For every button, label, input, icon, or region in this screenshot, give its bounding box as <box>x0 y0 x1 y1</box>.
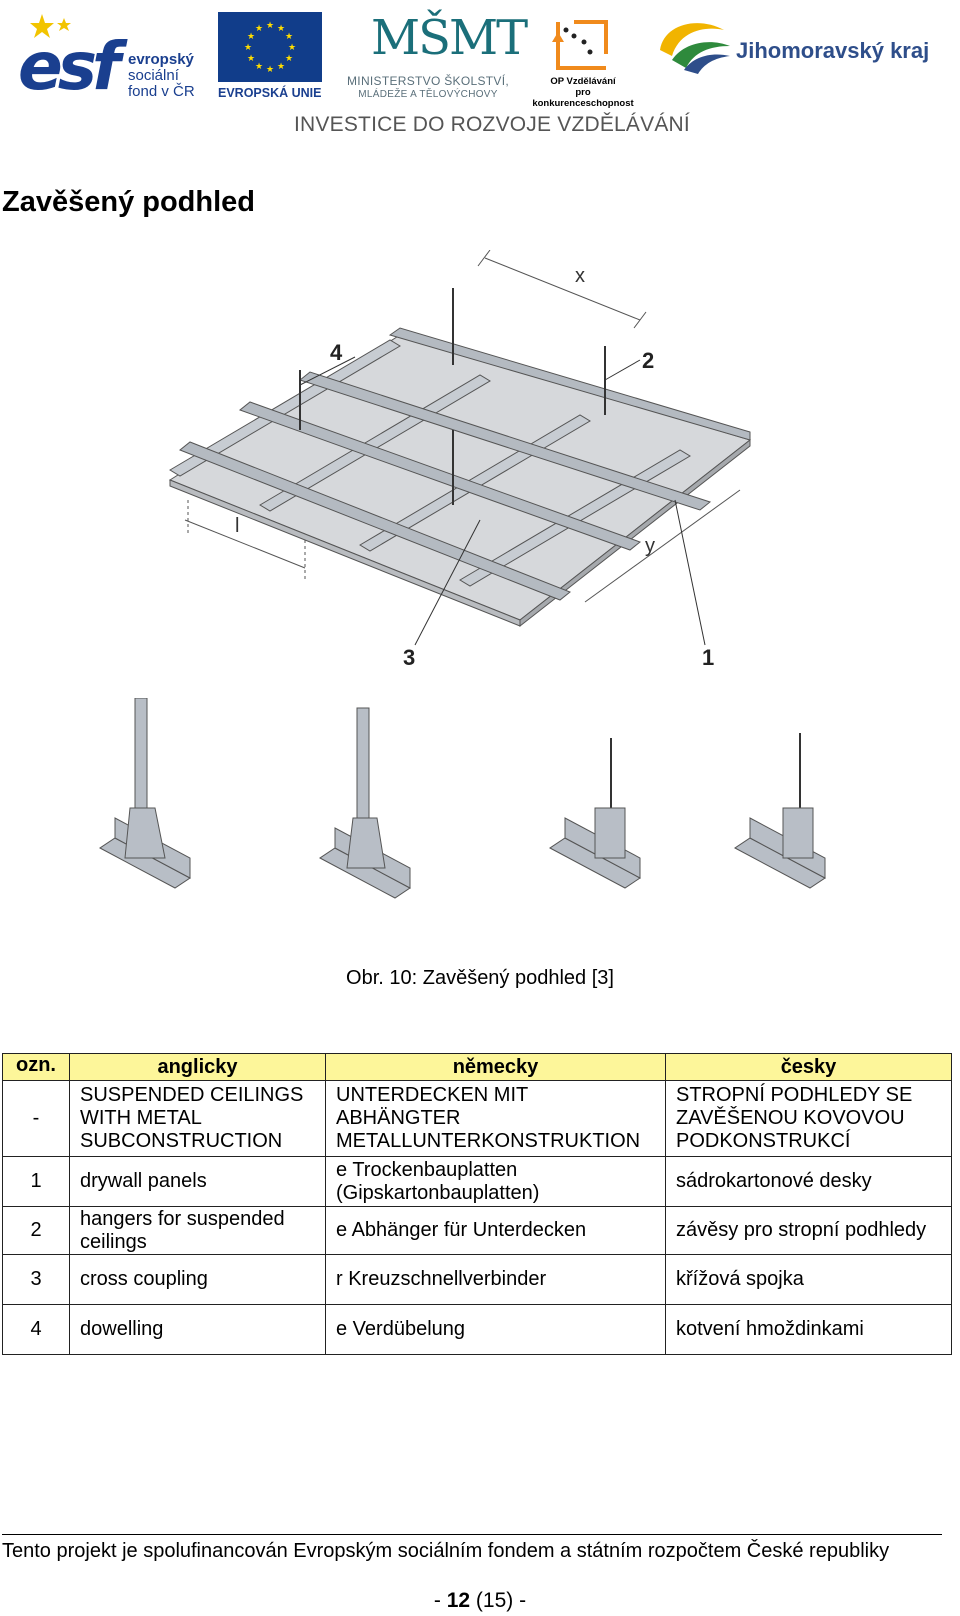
cell-de: e Verdübelung <box>325 1304 666 1355</box>
op-mark-icon <box>552 20 608 70</box>
cell-en: drywall panels <box>69 1156 326 1207</box>
callout-2: 2 <box>642 348 654 373</box>
cell-ozn: 4 <box>2 1304 70 1355</box>
cell-en: hangers for suspended ceilings <box>69 1206 326 1255</box>
terms-table: ozn. anglicky německy česky - SUSPENDED … <box>2 1053 952 1355</box>
msmt-line2: MLÁDEŽE A TĚLOVÝCHOVY <box>358 89 498 100</box>
table-row: 3 cross coupling r Kreuzschnellverbinder… <box>2 1254 952 1305</box>
esf-line3: fond v ČR <box>128 83 195 100</box>
svg-text:★: ★ <box>285 54 293 64</box>
svg-text:★: ★ <box>266 65 274 75</box>
esf-logo: esf evropský sociální fond v ČR <box>18 12 206 104</box>
cell-cz: závěsy pro stropní podhledy <box>665 1206 952 1255</box>
cell-ozn: 3 <box>2 1254 70 1305</box>
table-row: - SUSPENDED CEILINGS WITH METAL SUBCONST… <box>2 1080 952 1157</box>
hanger-rods <box>299 288 606 505</box>
leader-lines <box>299 356 706 646</box>
page-prefix: - <box>433 1589 447 1612</box>
svg-text:★: ★ <box>288 43 296 53</box>
header-de: německy <box>325 1053 666 1081</box>
cell-ozn: - <box>2 1080 70 1157</box>
hanger-details-illustration <box>99 698 826 899</box>
svg-text:★: ★ <box>247 54 255 64</box>
esf-letters: esf <box>18 28 121 105</box>
svg-text:★: ★ <box>247 32 255 42</box>
callout-4: 4 <box>330 340 343 365</box>
svg-text:★: ★ <box>277 62 285 72</box>
eu-flag-icon: ★★★ ★★★ ★★★ ★★★ <box>218 12 322 82</box>
hanger-detail-2 <box>319 707 411 899</box>
cell-ozn: 1 <box>2 1156 70 1207</box>
svg-text:★: ★ <box>266 21 274 31</box>
hanger-detail-3 <box>549 738 641 889</box>
hanger-detail-1 <box>99 698 191 889</box>
cell-en: SUSPENDED CEILINGS WITH METAL SUBCONSTRU… <box>69 1080 326 1157</box>
table-row: 4 dowelling e Verdübelung kotvení hmoždi… <box>2 1304 952 1355</box>
figure-caption: Obr. 10: Zavěšený podhled [3] <box>346 967 614 989</box>
cross-channels <box>179 327 751 601</box>
cell-cz: kotvení hmoždinkami <box>665 1304 952 1355</box>
header-en: anglicky <box>69 1053 326 1081</box>
cell-cz: STROPNÍ PODHLEDY SE ZAVĚŠENOU KOVOVOU PO… <box>665 1080 952 1157</box>
svg-text:★: ★ <box>255 62 263 72</box>
esf-line2: sociální <box>128 67 179 84</box>
page-total: (15) - <box>470 1589 527 1612</box>
callout-3: 3 <box>403 645 415 670</box>
dim-label-x: x <box>575 265 585 287</box>
hanger-detail-4 <box>734 733 826 889</box>
cell-en: dowelling <box>69 1304 326 1355</box>
dim-label-y: y <box>645 535 655 557</box>
jmk-logo: Jihomoravský kraj <box>654 16 954 86</box>
eu-caption: EVROPSKÁ UNIE <box>218 86 322 100</box>
table-row: 1 drywall panels e Trockenbauplatten (Gi… <box>2 1156 952 1207</box>
op-line1: OP Vzdělávání <box>550 76 616 87</box>
svg-text:★: ★ <box>244 43 252 53</box>
page-current: 12 <box>446 1589 471 1612</box>
logo-bar: esf evropský sociální fond v ČR ★★★ ★★★ … <box>0 0 960 150</box>
dimension-lines <box>184 250 741 603</box>
callout-1: 1 <box>702 645 714 670</box>
msmt-mark: MŠMT <box>371 10 528 66</box>
svg-text:★: ★ <box>277 24 285 34</box>
svg-text:★: ★ <box>255 24 263 34</box>
msmt-logo: MŠMT MINISTERSTVO ŠKOLSTVÍ, MLÁDEŽE A TĚ… <box>333 10 528 102</box>
cell-ozn: 2 <box>2 1206 70 1255</box>
page-title: Zavěšený podhled <box>2 186 256 218</box>
msmt-line1: MINISTERSTVO ŠKOLSTVÍ, <box>347 74 509 88</box>
dim-label-l: l <box>235 515 239 537</box>
tagline: INVESTICE DO ROZVOJE VZDĚLÁVÁNÍ <box>294 113 690 136</box>
eu-logo: ★★★ ★★★ ★★★ ★★★ EVROPSKÁ UNIE <box>218 12 322 104</box>
esf-text: evropský sociální fond v ČR <box>128 52 195 100</box>
esf-stars-icon <box>30 14 71 38</box>
suspended-ceiling-illustration: x y l 4 2 3 1 <box>168 250 752 670</box>
header-ozn: ozn. <box>2 1053 70 1081</box>
table-row: 2 hangers for suspended ceilings e Abhän… <box>2 1206 952 1255</box>
svg-text:★: ★ <box>285 32 293 42</box>
cell-de: r Kreuzschnellverbinder <box>325 1254 666 1305</box>
cell-de: e Abhänger für Unterdecken <box>325 1206 666 1255</box>
op-logo: OP Vzdělávání pro konkurenceschopnost <box>528 10 638 109</box>
op-caption: OP Vzdělávání pro konkurenceschopnost <box>528 76 638 109</box>
table-header-row: ozn. anglicky německy česky <box>2 1053 952 1081</box>
cell-cz: sádrokartonové desky <box>665 1156 952 1207</box>
jmk-name: Jihomoravský kraj <box>736 38 930 63</box>
cell-de: e Trockenbauplatten (Gipskartonbauplatte… <box>325 1156 666 1207</box>
jmk-mark-icon <box>660 23 730 74</box>
footer-divider <box>2 1534 942 1535</box>
footer-text: Tento projekt je spolufinancován Evropsk… <box>2 1540 890 1562</box>
esf-line1: evropský <box>128 51 194 68</box>
cell-de: UNTERDECKEN MIT ABHÄNGTER METALLUNTERKON… <box>325 1080 666 1157</box>
op-line2: pro konkurenceschopnost <box>532 87 634 109</box>
cell-en: cross coupling <box>69 1254 326 1305</box>
header-cz: česky <box>665 1053 952 1081</box>
page-number: - 12 (15) - <box>0 1589 960 1613</box>
cell-cz: křížová spojka <box>665 1254 952 1305</box>
